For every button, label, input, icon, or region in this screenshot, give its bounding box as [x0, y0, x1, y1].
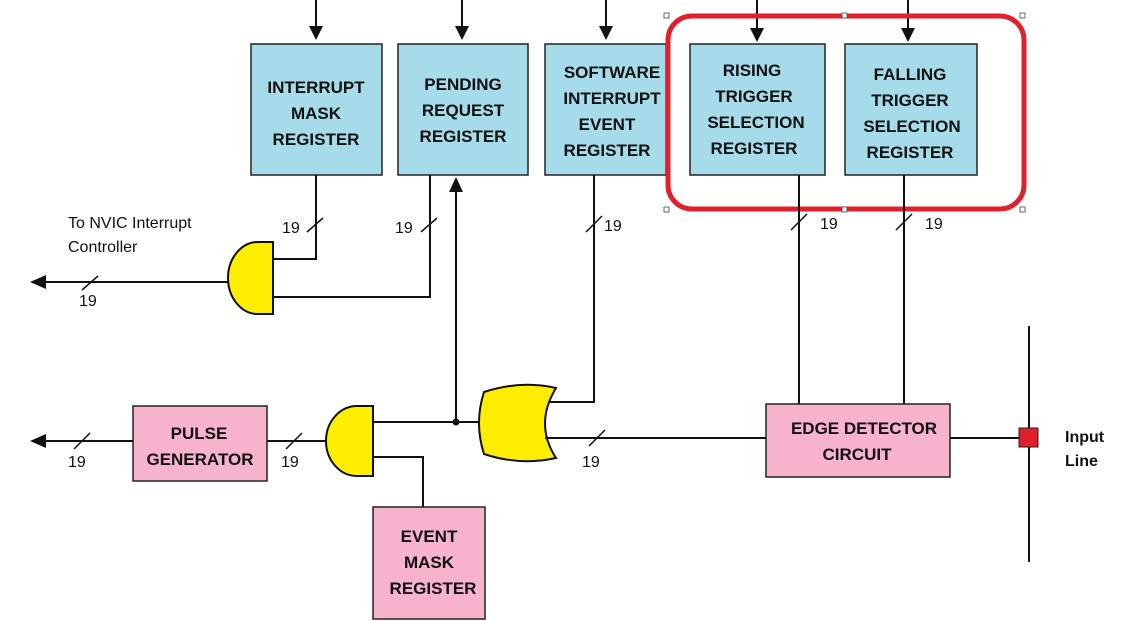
arrow-head-icon: [309, 26, 323, 40]
bus-width-label: 19: [820, 216, 838, 233]
register-box: [844, 43, 978, 176]
bus-width-label: 19: [281, 454, 299, 471]
block-label: MASK: [404, 553, 455, 572]
bus-width-label: 19: [604, 218, 622, 235]
bus-width-label: 19: [925, 216, 943, 233]
bus-width-label: 19: [282, 220, 300, 237]
bus-slash: [585, 215, 603, 233]
mask-to-gate-wire: [273, 175, 317, 260]
block-label: TRIGGER: [715, 87, 792, 106]
bus-slash: [73, 432, 91, 450]
pending-request-register: PENDING REQUEST REGISTER: [397, 43, 529, 176]
selection-highlight: [663, 12, 1027, 213]
input-line-label: Line: [1065, 453, 1098, 470]
arrow-head-icon: [599, 26, 613, 40]
pulse-generator-box: [132, 405, 268, 482]
nvic-label: To NVIC Interrupt: [68, 215, 192, 232]
and-gate-icon: [325, 405, 374, 477]
block-label: EDGE DETECTOR: [791, 419, 937, 438]
block-label: TRIGGER: [871, 91, 948, 110]
block-label: REQUEST: [422, 101, 505, 120]
block-label: REGISTER: [867, 143, 954, 162]
block-label: PENDING: [424, 75, 501, 94]
nvic-and-gate: [227, 241, 274, 315]
software-interrupt-event-register: SOFTWARE INTERRUPT EVENT REGISTER: [544, 43, 667, 176]
block-label: FALLING: [874, 65, 947, 84]
block-label: EVENT: [579, 115, 636, 134]
block-label: REGISTER: [273, 130, 360, 149]
interrupt-mask-register: INTERRUPT MASK REGISTER: [250, 43, 383, 176]
edge-detector-circuit: EDGE DETECTOR CIRCUIT: [765, 403, 951, 478]
arrow-up-icon: [449, 177, 463, 192]
bus-width-label: 19: [395, 220, 413, 237]
swier-to-or-wire: [550, 175, 595, 403]
or-gate: [478, 383, 558, 463]
bus-slash: [790, 213, 808, 231]
arrow-head-icon: [455, 26, 469, 40]
block-label: EVENT: [401, 527, 458, 546]
block-label: INTERRUPT: [267, 78, 365, 97]
selection-handles: [663, 12, 1026, 213]
arrow-left-icon: [30, 434, 46, 448]
bus-slash: [285, 432, 303, 450]
block-label: MASK: [291, 104, 342, 123]
input-line-label: Input: [1065, 429, 1105, 446]
block-label: SOFTWARE: [564, 63, 660, 82]
event-mask-register: EVENT MASK REGISTER: [372, 506, 486, 620]
register-box: [397, 43, 529, 176]
bus-slash: [306, 217, 324, 233]
event-mask-box: [372, 506, 486, 620]
block-label: CIRCUIT: [823, 445, 893, 464]
pending-to-gate-wire: [273, 175, 431, 298]
arrow-left-icon: [30, 275, 46, 289]
block-label: INTERRUPT: [563, 89, 661, 108]
bus-width-label: 19: [68, 454, 86, 471]
or-gate-icon: [478, 383, 558, 463]
block-label: REGISTER: [420, 127, 507, 146]
bus-width-label: 19: [79, 293, 97, 310]
event-mask-to-gate-wire: [373, 456, 424, 507]
arrow-head-icon: [750, 28, 764, 42]
bus-slash: [420, 217, 438, 233]
block-label: PULSE: [171, 424, 228, 443]
arrow-head-icon: [901, 28, 915, 42]
rising-trigger-selection-register: RISING TRIGGER SELECTION REGISTER: [689, 43, 826, 176]
bus-slash: [81, 275, 99, 291]
block-label: GENERATOR: [146, 450, 253, 469]
register-box: [250, 43, 383, 176]
register-box: [689, 43, 826, 176]
event-and-gate: [325, 405, 374, 477]
edge-detector-box: [765, 403, 951, 478]
block-label: REGISTER: [390, 579, 477, 598]
block-label: REGISTER: [564, 141, 651, 160]
bus-slash: [588, 429, 606, 447]
bus-width-label: 19: [582, 454, 600, 471]
and-gate-icon: [227, 241, 274, 315]
top-input-arrows: [309, 0, 915, 42]
input-pin-icon: [1018, 427, 1039, 448]
bus-slash: [895, 213, 913, 231]
nvic-label: Controller: [68, 239, 138, 256]
falling-trigger-selection-register: FALLING TRIGGER SELECTION REGISTER: [844, 43, 978, 176]
block-label: RISING: [723, 61, 782, 80]
block-label: SELECTION: [863, 117, 960, 136]
block-label: REGISTER: [711, 139, 798, 158]
register-box: [544, 43, 667, 176]
block-label: SELECTION: [707, 113, 804, 132]
pulse-generator: PULSE GENERATOR: [132, 405, 268, 482]
